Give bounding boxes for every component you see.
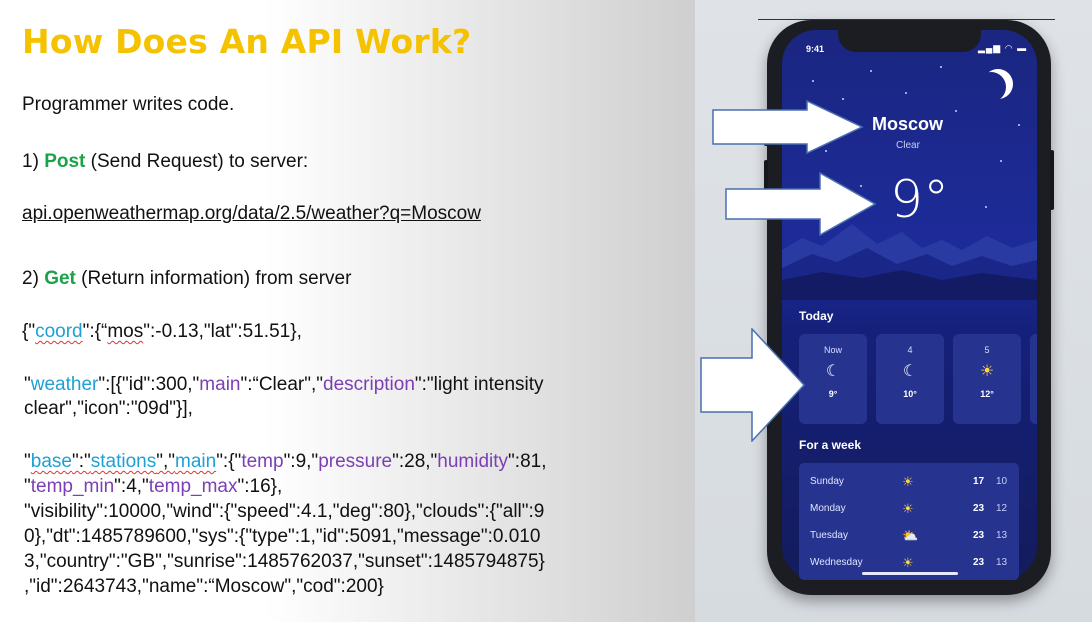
json-key-description: description bbox=[323, 374, 415, 395]
intro-text: Programmer writes code. bbox=[22, 94, 235, 115]
step-description: (Send Request) to server: bbox=[85, 151, 309, 172]
moon-icon bbox=[976, 72, 1006, 102]
json-key-humidity: humidity bbox=[437, 451, 509, 472]
today-label: Today bbox=[799, 309, 834, 323]
slide-title: How Does An API Work? bbox=[22, 22, 472, 61]
sun-icon: ☀ bbox=[979, 363, 995, 380]
json-main-block: "base":"stations","main":{"temp":9,"pres… bbox=[24, 449, 664, 599]
json-line-1: {"coord":{“mos":-0.13,"lat":51.51}, bbox=[22, 321, 302, 342]
json-key-stations: stations bbox=[90, 451, 157, 472]
power-button bbox=[1050, 150, 1054, 210]
mountains-illustration bbox=[782, 224, 1037, 300]
json-line-2: "weather":[{"id":300,"main":“Clear","des… bbox=[24, 374, 544, 395]
json-key-main: main bbox=[199, 374, 241, 395]
week-label: For a week bbox=[799, 438, 862, 452]
json-line-6: "visibility":10000,"wind":{"speed":4.1,"… bbox=[24, 501, 545, 522]
hourly-card-partial bbox=[1030, 334, 1037, 424]
step-number: 2) bbox=[22, 268, 45, 289]
volume-button bbox=[764, 160, 768, 200]
partly-cloudy-icon: ⛅ bbox=[902, 528, 919, 543]
hourly-card[interactable]: 4 ☾ 10° bbox=[876, 334, 944, 424]
step-number: 1) bbox=[22, 151, 45, 172]
hourly-card[interactable]: Now ☾ 9° bbox=[799, 334, 867, 424]
sun-icon: ☀ bbox=[902, 555, 914, 570]
json-key-weather: weather bbox=[30, 374, 99, 395]
json-line-4: "base":"stations","main":{"temp":9,"pres… bbox=[24, 451, 547, 472]
step-post: 1) Post (Send Request) to server: bbox=[22, 151, 308, 173]
hourly-card[interactable]: 5 ☀ 12° bbox=[953, 334, 1021, 424]
json-line-5: "temp_min":4,"temp_max":16}, bbox=[24, 476, 283, 497]
city-name: Moscow bbox=[872, 114, 944, 134]
moon-icon: ☾ bbox=[902, 363, 918, 380]
json-key-temp-max: temp_max bbox=[148, 476, 238, 497]
phone-notch bbox=[838, 24, 981, 52]
moon-icon: ☾ bbox=[825, 363, 841, 380]
arrow-right-icon bbox=[700, 328, 806, 442]
sun-icon: ☀ bbox=[902, 474, 914, 489]
json-key-pressure: pressure bbox=[318, 451, 393, 472]
json-key-base: base bbox=[30, 451, 72, 472]
signal-wifi-battery-icon: ▂▄▆ ◠ ▬ bbox=[978, 43, 1028, 53]
json-key-mos: mos bbox=[107, 321, 144, 342]
weekly-forecast-panel bbox=[799, 463, 1019, 580]
post-keyword: Post bbox=[44, 151, 86, 172]
step-description: (Return information) from server bbox=[75, 268, 352, 289]
home-indicator bbox=[862, 572, 958, 575]
json-key-coord: coord bbox=[35, 321, 83, 342]
divider-line bbox=[758, 19, 1055, 20]
json-key-temp: temp bbox=[241, 451, 284, 472]
json-weather-block: "weather":[{"id":300,"main":“Clear","des… bbox=[24, 373, 624, 421]
get-keyword: Get bbox=[44, 268, 76, 289]
sun-icon: ☀ bbox=[902, 501, 914, 516]
json-line-8: 3,"country":"GB","sunrise":1485762037,"s… bbox=[24, 551, 545, 572]
step-get: 2) Get (Return information) from server bbox=[22, 268, 351, 290]
api-url-link[interactable]: api.openweathermap.org/data/2.5/weather?… bbox=[22, 203, 481, 224]
weather-condition: Clear bbox=[896, 140, 920, 151]
json-key-main: main bbox=[175, 451, 217, 472]
current-temperature: 9° bbox=[890, 170, 950, 230]
arrow-right-icon bbox=[712, 100, 864, 154]
json-line-3: clear","icon":"09d"}], bbox=[24, 398, 193, 419]
status-time: 9:41 bbox=[806, 44, 825, 54]
json-key-temp-min: temp_min bbox=[30, 476, 115, 497]
json-line-9: ,"id":2643743,"name":“Moscow","cod":200} bbox=[24, 576, 384, 597]
arrow-right-icon bbox=[725, 172, 877, 236]
slide-panel bbox=[0, 0, 695, 622]
json-line-7: 0},"dt":1485789600,"sys":{"type":1,"id":… bbox=[24, 526, 541, 547]
